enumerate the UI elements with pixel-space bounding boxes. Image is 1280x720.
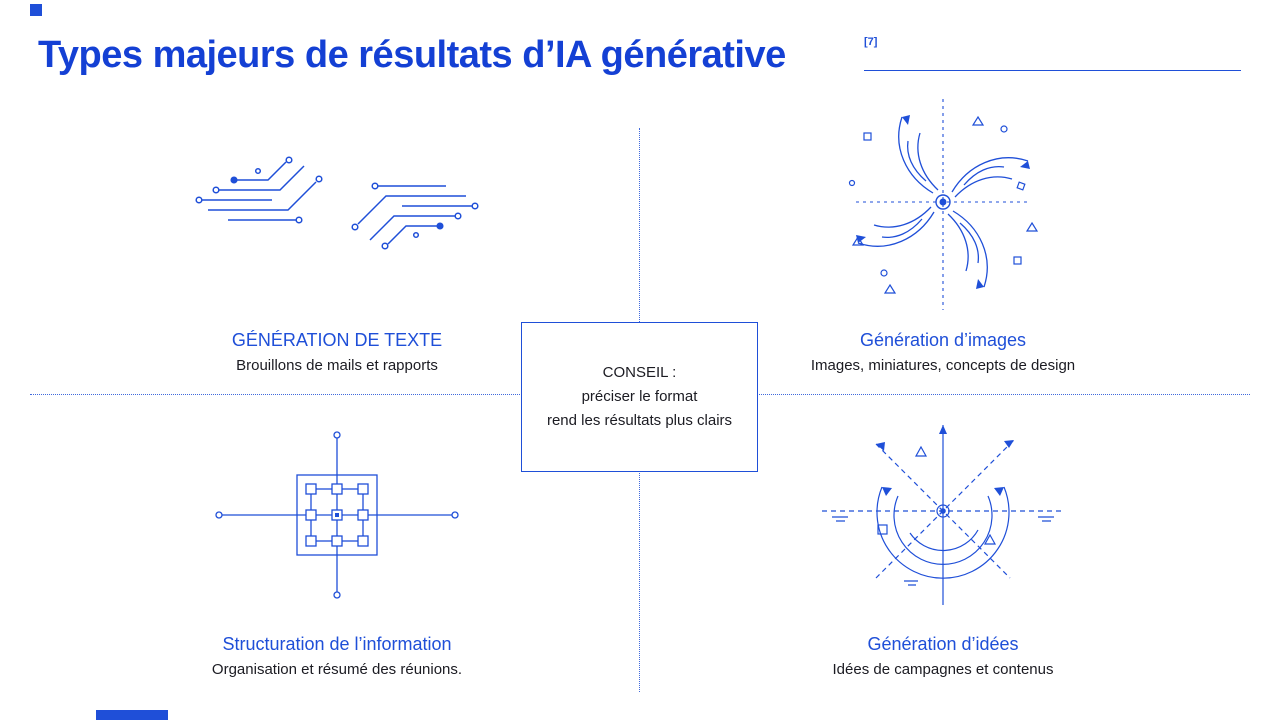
spiral-swirl-icon [828,97,1058,312]
quadrant-information-structuring: Structuration de l’information Organisat… [127,632,547,680]
reference-underline [864,70,1241,71]
tip-box: CONSEIL : préciser le format rend les ré… [521,322,758,472]
quadrant-text-generation: GÉNÉRATION DE TEXTE Brouillons de mails … [127,328,547,376]
quadrant-description: Images, miniatures, concepts de design [810,357,1076,374]
compass-arcs-icon [818,413,1068,613]
quadrant-image-generation: Génération d’images Images, miniatures, … [733,328,1153,376]
tip-box-line: préciser le format [581,388,698,405]
quadrant-idea-generation: Génération d’idées Idées de campagnes et… [733,632,1153,680]
corner-accent-square [30,4,42,16]
footer-accent-bar [96,710,168,720]
quadrant-label: Structuration de l’information [222,634,452,654]
tip-box-heading: CONSEIL : [602,364,677,381]
quadrant-description: Idées de campagnes et contenus [832,661,1054,678]
reference-marker: [7] [864,36,878,48]
page-title: Types majeurs de résultats d’IA générati… [38,34,786,76]
quadrant-description: Brouillons de mails et rapports [236,357,438,374]
quadrant-label: Génération d’images [859,330,1027,350]
quadrant-description: Organisation et résumé des réunions. [211,661,463,678]
quadrant-label: GÉNÉRATION DE TEXTE [231,330,443,350]
tip-box-line: rend les résultats plus clairs [546,412,733,429]
quadrant-label: Génération d’idées [867,634,1019,654]
circuit-lines-icon [192,153,482,253]
grid-network-icon [212,430,462,600]
